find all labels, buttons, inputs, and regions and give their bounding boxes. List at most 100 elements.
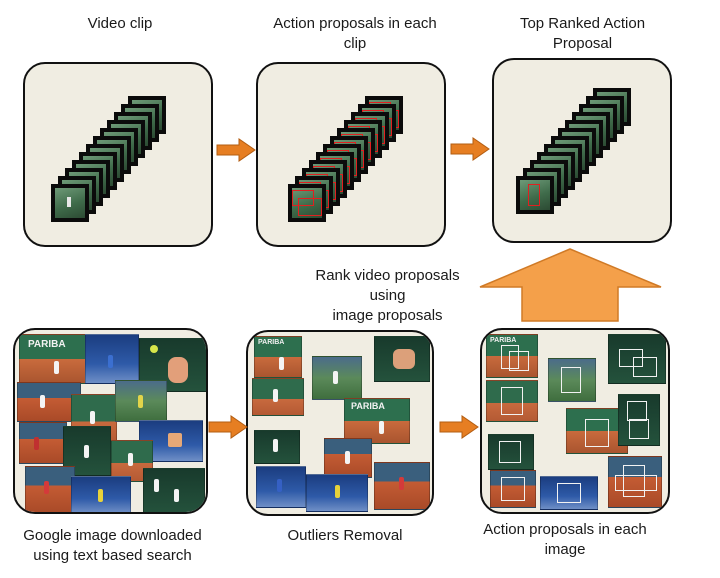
label-line: Top Ranked Action [519, 15, 646, 32]
proposal-box [627, 401, 647, 421]
player-figure [40, 395, 45, 408]
player-figure [379, 421, 384, 434]
proposal-box [499, 441, 521, 463]
arrow-right-icon [450, 137, 490, 161]
player-figure [44, 481, 49, 494]
tennis-photo [143, 468, 205, 512]
player-figure [273, 389, 278, 402]
tennis-photo [486, 380, 538, 422]
proposal-box [619, 349, 643, 367]
label-line: Proposal [552, 35, 613, 52]
player-figure [277, 479, 282, 492]
label-action-proposals-clip: Action proposals in each clip [255, 14, 455, 54]
player-figure [393, 349, 415, 369]
tennis-photo: PARIBA [254, 336, 302, 378]
tennis-photo [324, 438, 372, 478]
player-figure [138, 395, 143, 408]
player-figure [90, 411, 95, 424]
panel-outliers-removal: PARIBA PARIBA [246, 330, 434, 516]
proposal-box [557, 483, 581, 503]
tennis-photo [540, 476, 598, 510]
frame-image [55, 188, 85, 218]
tennis-photo [254, 430, 300, 464]
player-figure [34, 437, 39, 450]
player-figure [333, 371, 338, 384]
big-up-arrow-icon [479, 248, 662, 322]
photo-banner-text: PARIBA [490, 337, 517, 344]
video-frame [288, 184, 326, 222]
tennis-photo [252, 378, 304, 416]
label-outliers-removal: Outliers Removal [287, 527, 403, 544]
proposal-box [623, 465, 645, 497]
tennis-photo [566, 408, 628, 454]
label-action-proposals-image: Action proposals in each image [470, 520, 660, 560]
player-figure [168, 357, 188, 383]
proposal-box [633, 357, 657, 377]
label-line: Action proposals in each [273, 15, 437, 32]
tennis-photo [618, 394, 660, 446]
tennis-photo [25, 466, 75, 512]
tennis-photo [312, 356, 362, 400]
arrow-right-icon [439, 415, 479, 439]
tennis-photo [71, 476, 131, 512]
label-line: Google image downloaded [23, 527, 202, 544]
proposal-box [629, 419, 649, 439]
player-figure [273, 439, 278, 452]
tennis-photo [488, 434, 534, 470]
proposal-box [501, 387, 523, 415]
label-google-images: Google image downloaded using text based… [10, 526, 215, 566]
player-figure [345, 451, 350, 464]
tennis-photo [608, 334, 666, 384]
label-line: Rank video proposals using [315, 267, 460, 304]
player-figure [128, 453, 133, 466]
tennis-photo: PARIBA [19, 334, 91, 384]
player-figure [67, 197, 71, 207]
label-video-clip: Video clip [87, 15, 153, 32]
player-figure [84, 445, 89, 458]
panel-action-proposals-image: PARIBA [480, 328, 670, 514]
label-rank-video-proposals: Rank video proposals using image proposa… [300, 266, 475, 326]
panel-top-ranked [492, 58, 672, 243]
video-frame [51, 184, 89, 222]
proposal-box [561, 367, 581, 393]
arrow-right-icon [216, 138, 256, 162]
tennis-photo [306, 474, 368, 512]
ball-icon [150, 345, 158, 353]
tennis-photo [548, 358, 596, 402]
player-figure [174, 489, 179, 502]
panel-video-clip [23, 62, 213, 247]
frame-image [292, 188, 322, 218]
proposal-box [585, 419, 609, 447]
player-figure [54, 361, 59, 374]
tennis-photo: PARIBA [344, 398, 410, 444]
player-figure [154, 479, 159, 492]
panel-google-images: PARIBA [13, 328, 208, 514]
tennis-photo [608, 456, 662, 508]
label-line: image proposals [332, 307, 443, 324]
proposal-box [615, 475, 657, 491]
photo-banner-text: PARIBA [28, 339, 66, 350]
label-line: Action proposals in each [483, 521, 647, 538]
proposal-box [501, 345, 519, 369]
tennis-photo [139, 338, 206, 392]
panel-action-proposals-clip [256, 62, 446, 247]
label-line: image [544, 541, 586, 558]
proposal-box [501, 477, 525, 501]
video-frame [516, 176, 554, 214]
label-top-ranked: Top Ranked Action Proposal [495, 14, 670, 54]
player-figure [98, 489, 103, 502]
player-figure [279, 357, 284, 370]
arrow-right-icon [208, 415, 248, 439]
tennis-photo: PARIBA [486, 334, 538, 378]
ranked-proposal-box [528, 184, 540, 206]
proposal-box [509, 351, 529, 371]
tennis-photo [374, 336, 430, 382]
tennis-photo [374, 462, 430, 510]
player-figure [399, 477, 404, 490]
player-figure [168, 433, 182, 447]
tennis-photo [85, 334, 139, 384]
photo-banner-text: PARIBA [351, 401, 385, 411]
tennis-photo [19, 422, 67, 464]
tennis-photo [256, 466, 306, 508]
tennis-photo [490, 470, 536, 508]
